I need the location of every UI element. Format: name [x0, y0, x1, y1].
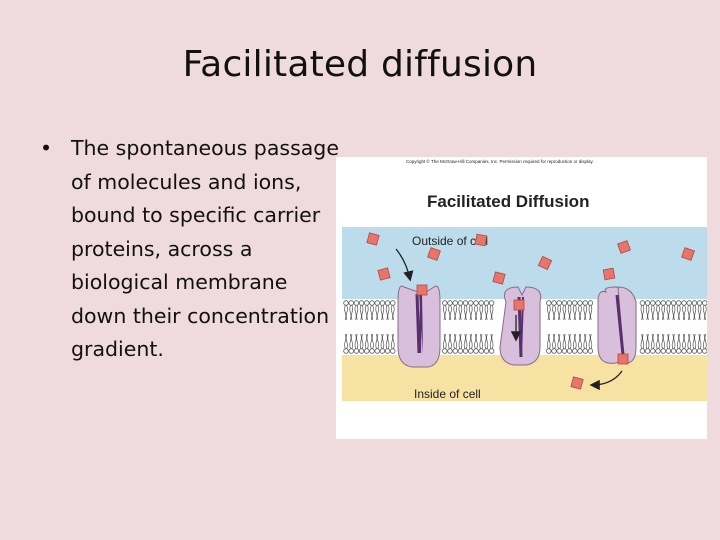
molecule-released	[617, 353, 629, 365]
molecule-4	[474, 233, 488, 247]
diagram-svg: Copyright © The McGraw-Hill Companies, I…	[342, 158, 707, 401]
facilitated-diffusion-figure: Copyright © The McGraw-Hill Companies, I…	[336, 157, 707, 439]
molecule-6	[617, 240, 631, 254]
bullet-marker: •	[40, 136, 53, 160]
molecule-inside	[570, 376, 584, 390]
molecule-5	[537, 255, 553, 271]
carrier-protein-1	[397, 285, 441, 368]
molecule-7	[492, 271, 506, 285]
bullet-text: The spontaneous passage of molecules and…	[71, 136, 339, 361]
molecule-2	[427, 247, 441, 261]
molecule-1	[366, 232, 380, 246]
molecule-bound-1	[416, 284, 428, 296]
molecule-8	[681, 247, 695, 261]
figure-title: Facilitated Diffusion	[427, 192, 589, 211]
copyright-note: Copyright © The McGraw-Hill Companies, I…	[406, 158, 594, 164]
carrier-protein-3	[597, 286, 637, 364]
movement-arrows	[395, 248, 623, 391]
inside-label: Inside of cell	[414, 387, 481, 401]
molecule-3	[377, 267, 391, 281]
solute-molecules	[366, 232, 695, 390]
carrier-protein-2	[499, 286, 542, 366]
molecule-bound-2	[513, 299, 525, 311]
molecule-9	[602, 267, 616, 281]
arrow-release-inside	[589, 370, 623, 391]
outside-label: Outside of cell	[412, 234, 488, 248]
extracellular-region	[342, 227, 707, 299]
bullet-list: • The spontaneous passage of molecules a…	[40, 132, 340, 367]
slide-title: Facilitated diffusion	[182, 44, 538, 85]
arrow-into-carrier	[395, 248, 414, 282]
